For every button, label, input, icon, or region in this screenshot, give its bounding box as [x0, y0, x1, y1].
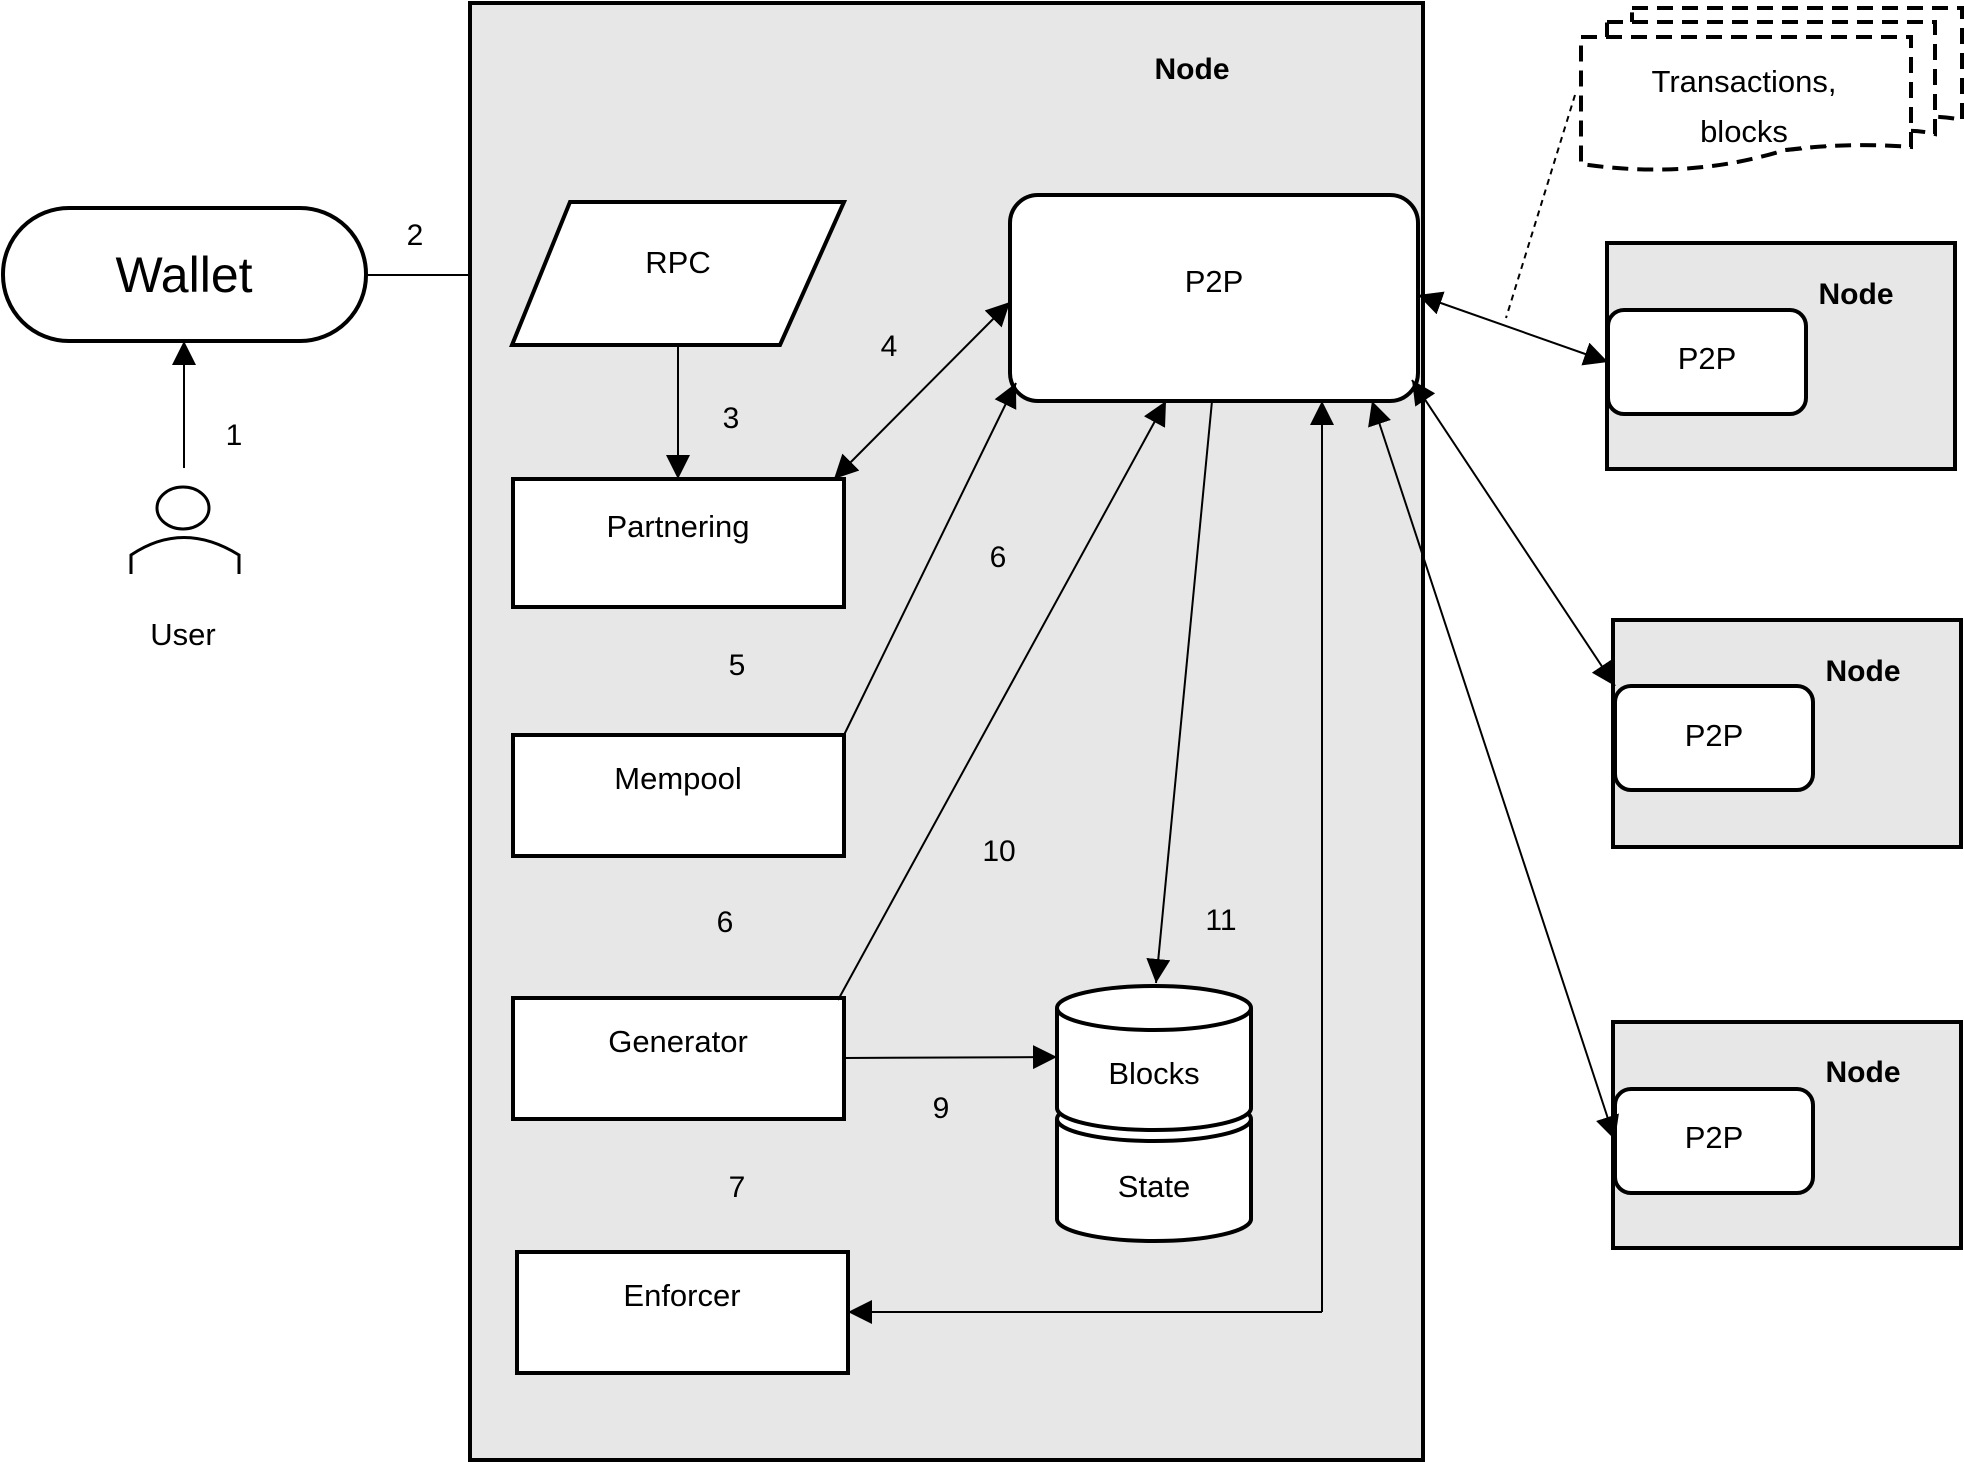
remote-node-3-p2p-label: P2P — [1685, 1120, 1744, 1155]
mempool-label: Mempool — [614, 761, 742, 796]
rpc-input[interactable] — [509, 200, 848, 347]
p2p-label: P2P — [1185, 264, 1244, 299]
messages-label-line2: blocks — [1700, 114, 1788, 149]
step-label-9: 9 — [933, 1092, 950, 1125]
step-label-7: 7 — [729, 1171, 746, 1204]
state-label: State — [1118, 1169, 1190, 1204]
partnering-p2p-arrow — [833, 301, 1011, 480]
step-label-6b: 6 — [717, 906, 734, 939]
p2p-remote-1-arrow — [1417, 291, 1609, 366]
remote-node-2-p2p-label: P2P — [1685, 718, 1744, 753]
main-node-title: Node — [1155, 53, 1230, 86]
user-icon — [129, 485, 241, 574]
remote-node-3-p2p[interactable] — [1613, 1087, 1815, 1195]
step-label-3: 3 — [723, 402, 740, 435]
partnering-box[interactable] — [511, 477, 846, 609]
mempool-box[interactable] — [511, 733, 846, 858]
partnering-label: Partnering — [606, 509, 749, 544]
p2p-to-blocks-arrow — [1146, 400, 1213, 984]
p2p-remote-3-arrow — [1368, 400, 1619, 1141]
step-label-5: 5 — [729, 649, 746, 682]
step-label-1: 1 — [226, 419, 243, 452]
messages-callout-line — [1505, 94, 1576, 319]
generator-to-blocks-arrow — [843, 1045, 1058, 1070]
blocks-label: Blocks — [1108, 1056, 1199, 1091]
user-label: User — [150, 617, 215, 652]
enforcer-box[interactable] — [515, 1250, 850, 1375]
step-label-11: 11 — [1205, 904, 1236, 937]
step-label-2: 2 — [407, 219, 424, 252]
step-label-6a: 6 — [990, 541, 1007, 574]
remote-node-1-title: Node — [1819, 278, 1894, 311]
remote-node-2-title: Node — [1826, 655, 1901, 688]
rpc-label: RPC — [645, 245, 710, 280]
generator-label: Generator — [608, 1024, 748, 1059]
remote-node-1-p2p-label: P2P — [1678, 341, 1737, 376]
messages-stack — [1579, 6, 1964, 172]
remote-node-3-title: Node — [1826, 1056, 1901, 1089]
messages-label-line1: Transactions, — [1652, 64, 1837, 99]
step-label-10: 10 — [982, 835, 1015, 868]
blocks-database[interactable] — [1055, 984, 1253, 1132]
mempool-to-p2p-arrow — [843, 382, 1017, 736]
generator-box[interactable] — [511, 996, 846, 1121]
step-label-4: 4 — [881, 330, 898, 363]
enforcer-label: Enforcer — [623, 1278, 740, 1313]
p2p-to-enforcer-arrow — [848, 401, 1323, 1313]
wallet-label: Wallet — [115, 247, 252, 303]
p2p-remote-2-arrow — [1411, 379, 1616, 687]
generator-to-p2p-arrow — [837, 400, 1167, 1001]
